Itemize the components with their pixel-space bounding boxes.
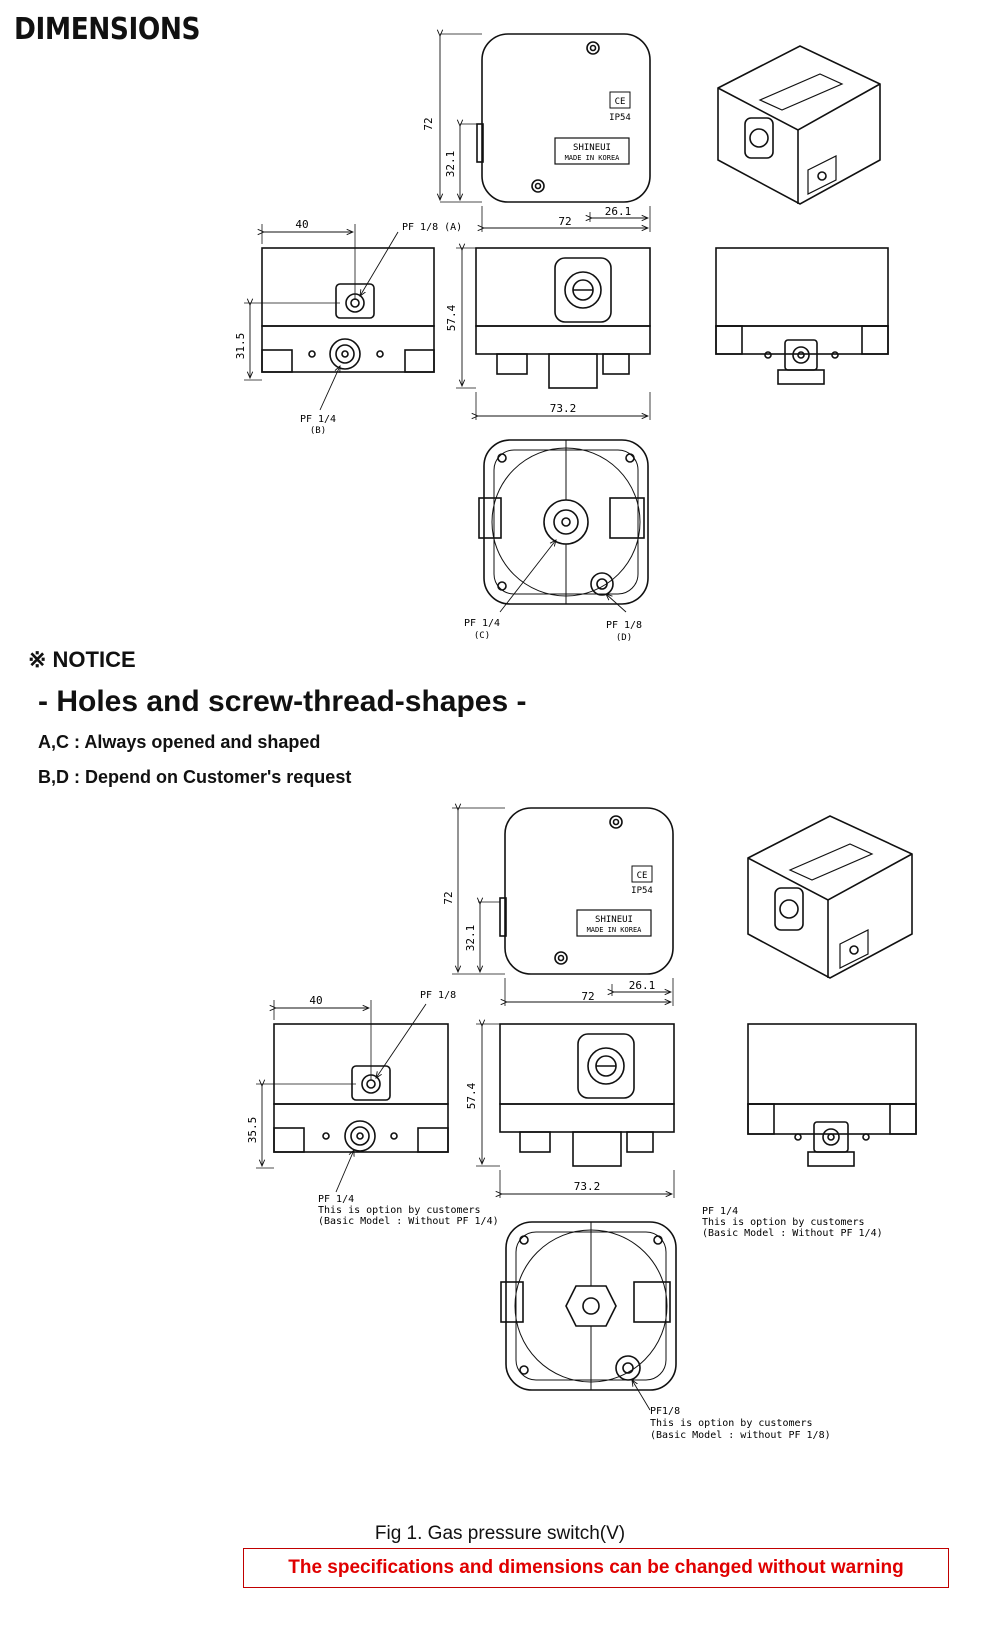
fig1-right-view xyxy=(715,247,889,385)
fig1-port-b-letter: (B) xyxy=(310,426,326,436)
fig1-top-view xyxy=(440,34,651,232)
fig2-bottom-note-1: PF1/8 xyxy=(650,1406,680,1417)
fig2-bottom-note-2: This is option by customers xyxy=(650,1418,813,1429)
fig1-bottom-view xyxy=(478,439,649,613)
fig2-left-note-3: (Basic Model : Without PF 1/4) xyxy=(318,1216,499,1227)
fig1-top-offset-x-label: 26.1 xyxy=(605,205,632,218)
fig1-top-height-label: 72 xyxy=(422,117,435,130)
notice-title: - Holes and screw-thread-shapes - xyxy=(38,685,527,718)
fig2-top-height-label: 72 xyxy=(442,891,455,904)
fig1-port-b-label: PF 1/4 xyxy=(300,414,336,425)
fig1-left-view xyxy=(244,224,435,411)
fig2-ce-mark: CE xyxy=(637,871,648,881)
fig1-port-d-label: PF 1/8 xyxy=(606,620,642,631)
fig2-left-note-2: This is option by customers xyxy=(318,1205,481,1216)
fig1-port-c-letter: (C) xyxy=(474,631,490,641)
fig2-right-note-1: PF 1/4 xyxy=(702,1206,738,1217)
fig2-made-label: MADE IN KOREA xyxy=(587,926,643,934)
fig1-brand-label: SHINEUI xyxy=(573,143,611,153)
figure-caption: Fig 1. Gas pressure switch(V) xyxy=(374,1523,626,1544)
fig2-brand-label: SHINEUI xyxy=(595,915,633,925)
fig1-top-width-label: 72 xyxy=(558,215,571,228)
notice-line-bd: B,D : Depend on Customer's request xyxy=(38,767,352,787)
fig2-port-label: PF 1/8 xyxy=(420,990,456,1001)
fig2-left-height-label: 35.5 xyxy=(246,1117,259,1144)
fig1-port-d-letter: (D) xyxy=(616,633,632,643)
fig2-front-width-label: 73.2 xyxy=(574,1180,601,1193)
fig2-ip-rating: IP54 xyxy=(631,886,653,896)
fig1-port-a-label: PF 1/8 (A) xyxy=(402,222,462,233)
fig2-front-view xyxy=(476,1024,675,1198)
fig1-front-width-label: 73.2 xyxy=(550,402,577,415)
page-heading: DIMENSIONS xyxy=(14,12,201,47)
fig2-top-offset-x-label: 26.1 xyxy=(629,979,656,992)
fig2-iso-view xyxy=(747,815,913,979)
fig1-top-offset-y-label: 32.1 xyxy=(444,151,457,178)
fig1-front-view xyxy=(456,248,651,420)
fig2-top-offset-y-label: 32.1 xyxy=(464,925,477,952)
fig1-ce-mark: CE xyxy=(615,97,626,107)
fig1-iso-view xyxy=(717,45,881,205)
fig1-made-label: MADE IN KOREA xyxy=(565,154,621,162)
fig1-port-c-label: PF 1/4 xyxy=(464,618,500,629)
fig2-left-view xyxy=(256,1000,449,1193)
fig1-left-height-label: 31.5 xyxy=(234,333,247,360)
fig2-bottom-note-3: (Basic Model : without PF 1/8) xyxy=(650,1430,831,1441)
fig1-left-width-label: 40 xyxy=(295,218,308,231)
fig2-bottom-view xyxy=(500,1221,677,1411)
fig2-right-view xyxy=(747,1023,917,1167)
fig2-left-width-label: 40 xyxy=(309,994,322,1007)
fig2-top-view xyxy=(452,808,674,1006)
fig2-right-note-2: This is option by customers xyxy=(702,1217,865,1228)
fig2-top-width-label: 72 xyxy=(581,990,594,1003)
fig2-right-note-3: (Basic Model : Without PF 1/4) xyxy=(702,1228,883,1239)
fig1-ip-rating: IP54 xyxy=(609,113,631,123)
fig1-front-height-label: 57.4 xyxy=(445,304,458,331)
warning-box: The specifications and dimensions can be… xyxy=(243,1548,949,1588)
notice-label: ※ NOTICE xyxy=(28,647,136,672)
fig2-left-note-1: PF 1/4 xyxy=(318,1194,354,1205)
fig2-front-height-label: 57.4 xyxy=(465,1082,478,1109)
notice-line-ac: A,C : Always opened and shaped xyxy=(38,732,321,752)
